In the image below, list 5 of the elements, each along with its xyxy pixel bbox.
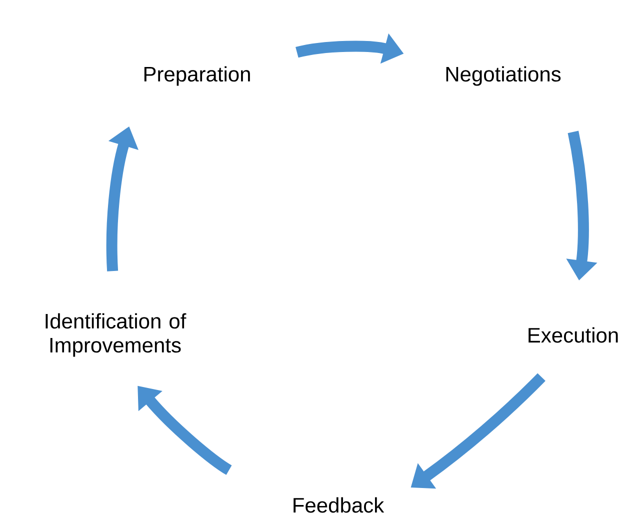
step-label: Preparation [144,66,250,86]
step-label: Execution [528,327,618,343]
step-label: Identification of Improvements [46,313,186,357]
step-label: Feedback [294,497,384,513]
step-label: Negotiations [446,66,561,86]
